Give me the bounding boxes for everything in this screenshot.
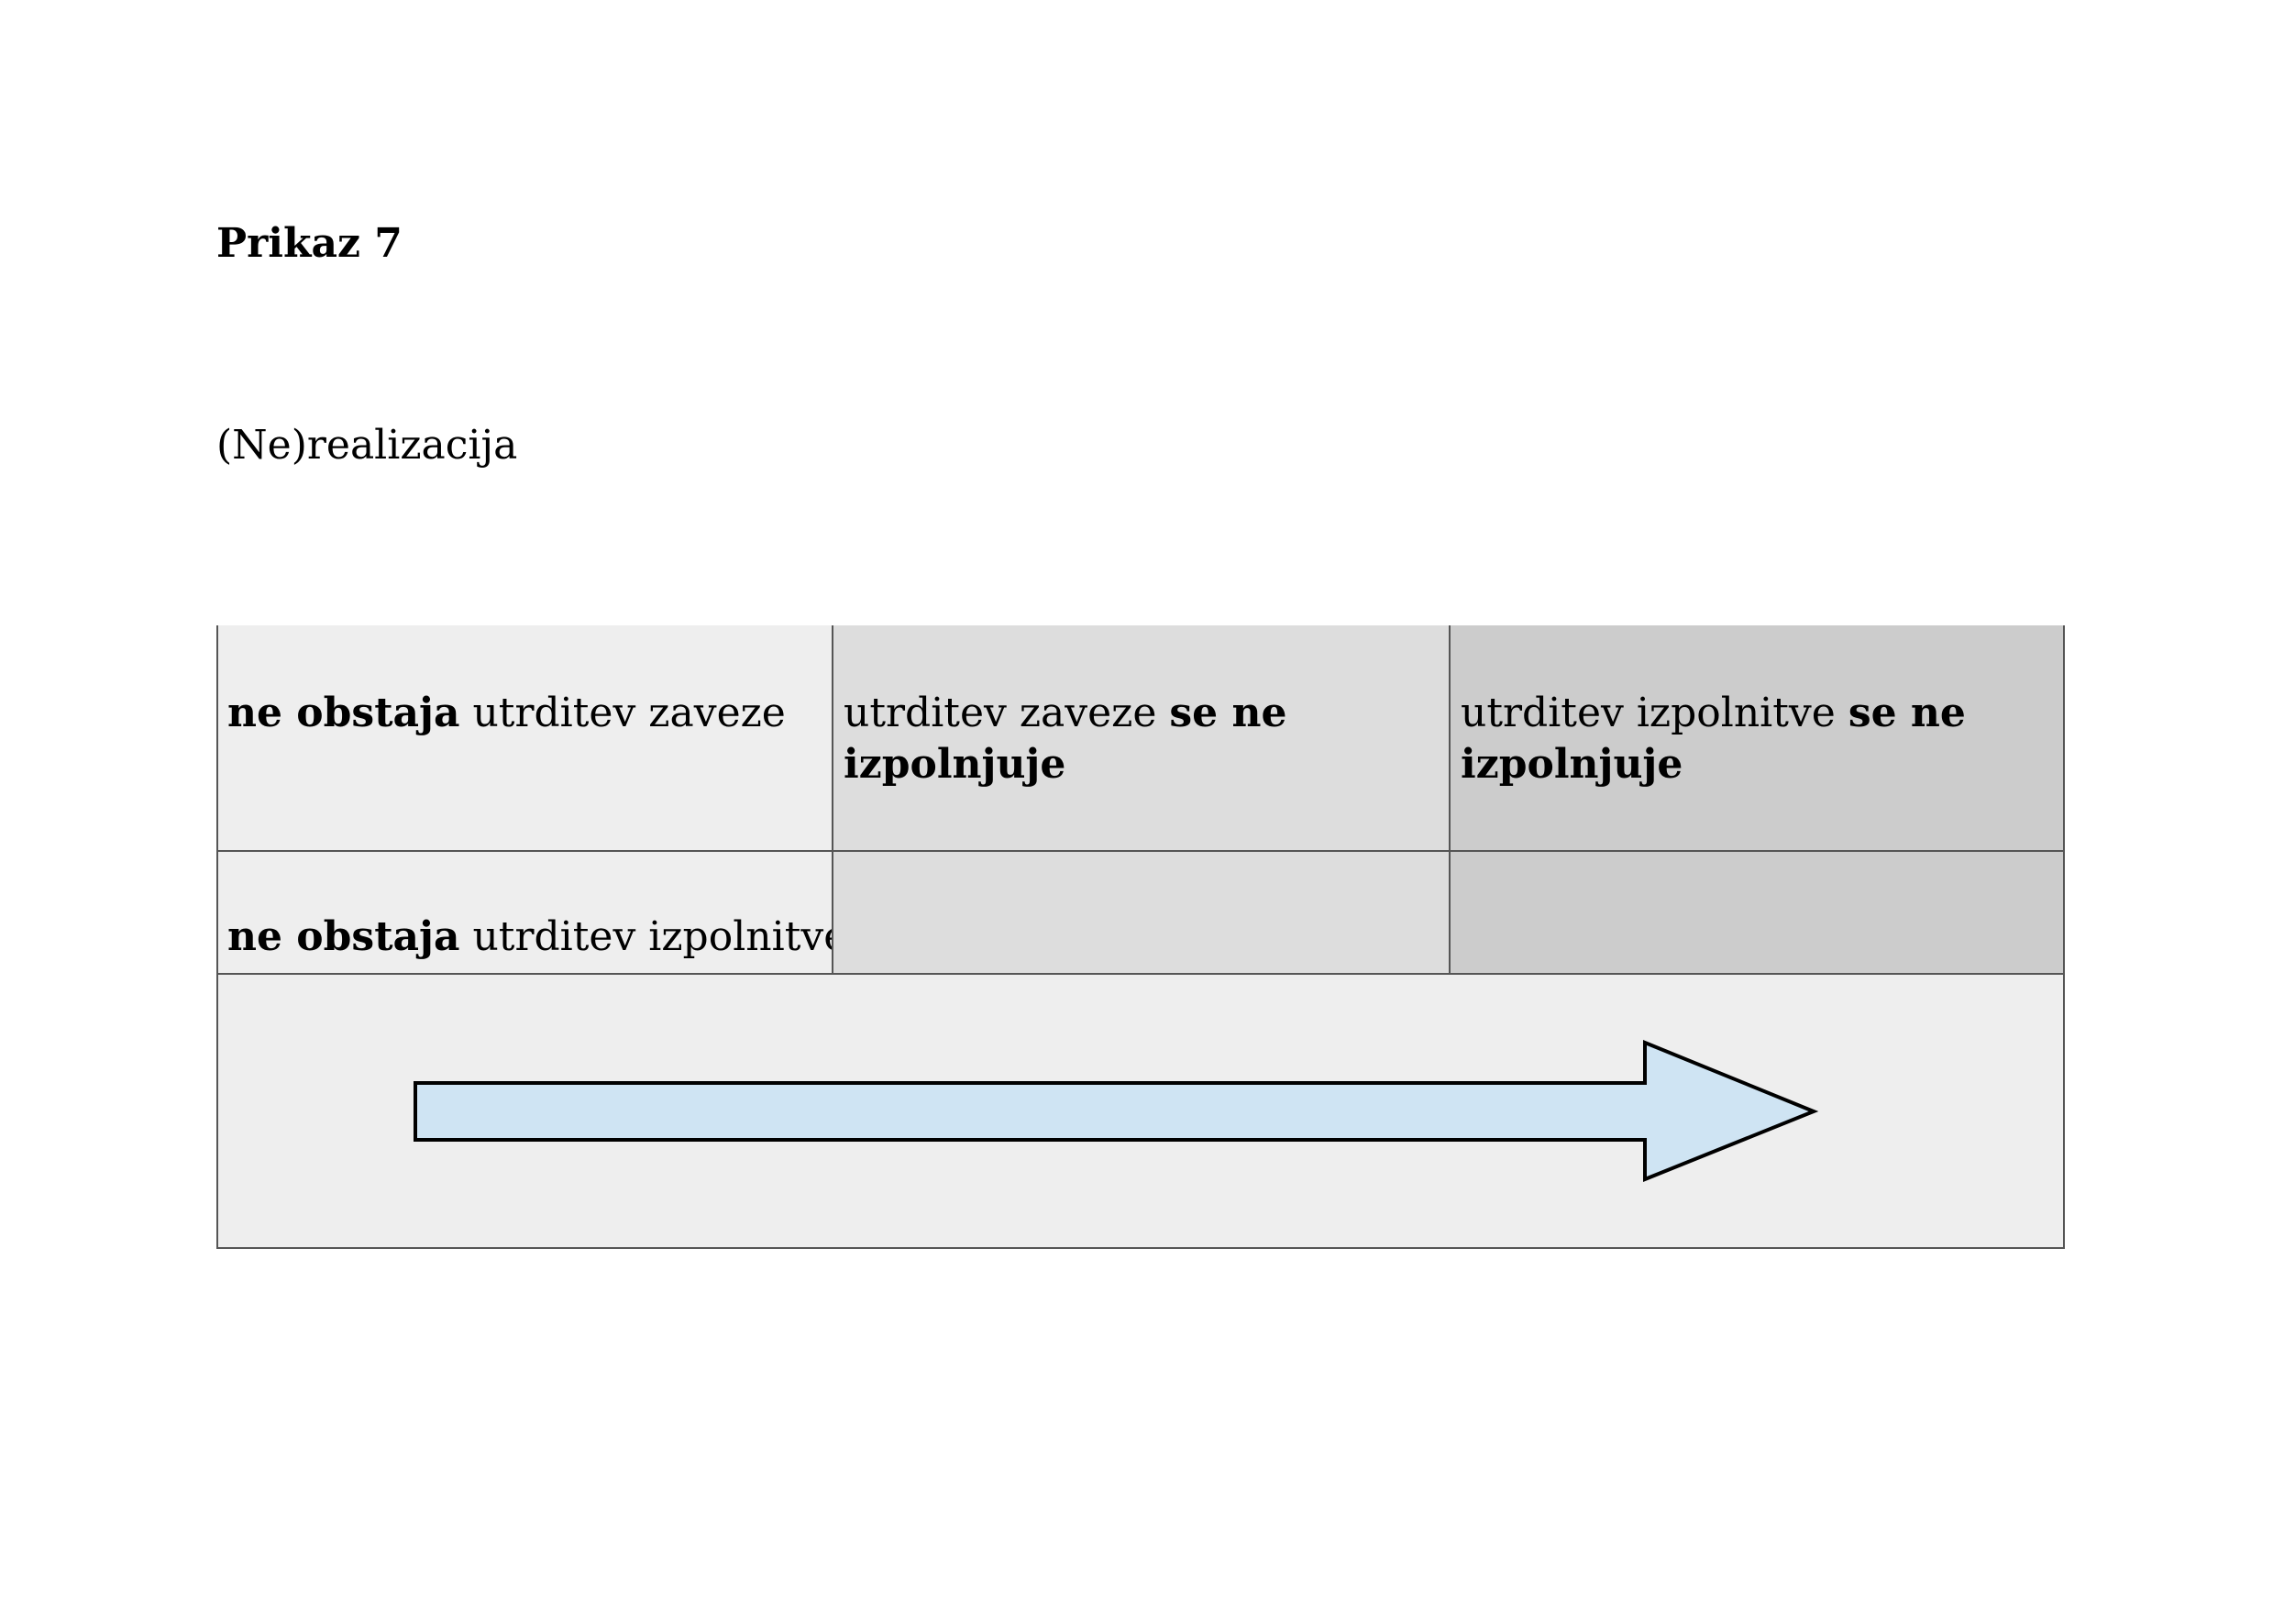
cell-bold-text: ne obstaja <box>227 690 460 736</box>
cell-bold-text: ne obstaja <box>227 913 460 960</box>
figure-subheading: (Ne)realizacija <box>216 422 518 469</box>
cell-text: utrditev zaveze <box>844 690 1170 736</box>
realization-diagram: ne obstaja utrditev zaveze utrditev zave… <box>216 625 2065 1249</box>
cell-empty-column-3 <box>1450 851 2065 974</box>
diagram-lines <box>216 625 2065 1249</box>
cell-fulfillment-unfulfilled: utrditev izpolnitve se ne izpolnjuje <box>1450 625 2065 851</box>
cell-empty-column-2 <box>833 851 1450 974</box>
cell-bold-text: se ne izpolnjuje <box>1461 690 1966 788</box>
cell-no-commitment-reinforcement: ne obstaja utrditev zaveze <box>216 625 833 851</box>
cell-text: utrditev zaveze <box>459 690 786 736</box>
cell-text: utrditev izpolnitve <box>459 913 848 960</box>
cell-bold-text: se ne izpolnjuje <box>844 690 1287 788</box>
cell-no-fulfillment-reinforcement: ne obstaja utrditev izpolnitve <box>216 851 847 974</box>
figure-heading: Prikaz 7 <box>216 220 403 267</box>
cell-text: utrditev izpolnitve <box>1461 690 1848 736</box>
cell-commitment-unfulfilled: utrditev zaveze se ne izpolnjuje <box>833 625 1450 851</box>
right-arrow-icon <box>414 1040 1819 1182</box>
